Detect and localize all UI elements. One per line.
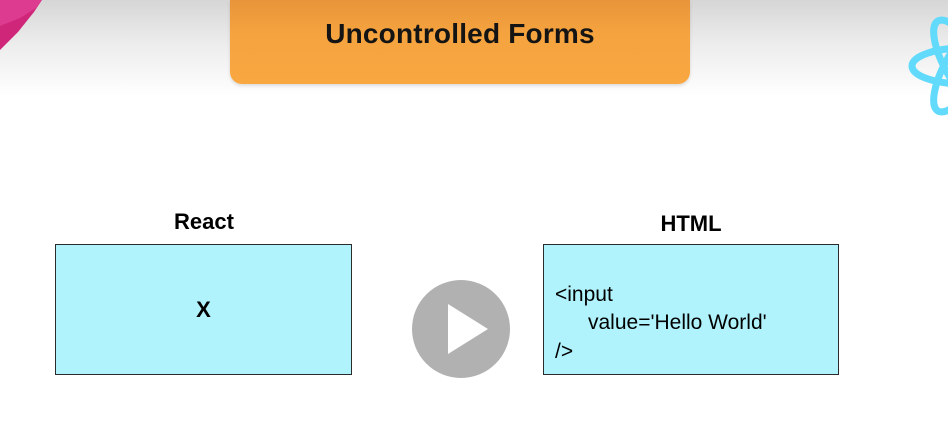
html-panel-heading: HTML: [660, 211, 722, 236]
code-line-value-attr: value='Hello World': [588, 311, 767, 334]
code-line-close-tag: />: [555, 340, 574, 363]
code-line-open-tag: <input: [555, 283, 613, 306]
play-button[interactable]: [412, 280, 510, 378]
html-panel: <input value='Hello World' />: [543, 244, 839, 375]
react-panel: X: [55, 244, 352, 375]
corner-accent-shape: [0, 0, 42, 50]
title-banner: Uncontrolled Forms: [230, 0, 690, 84]
play-icon: [448, 304, 488, 354]
react-panel-heading: React: [174, 209, 234, 234]
react-panel-x-mark: X: [196, 297, 211, 322]
slide-title: Uncontrolled Forms: [325, 18, 595, 49]
react-logo-icon: [908, 16, 948, 116]
